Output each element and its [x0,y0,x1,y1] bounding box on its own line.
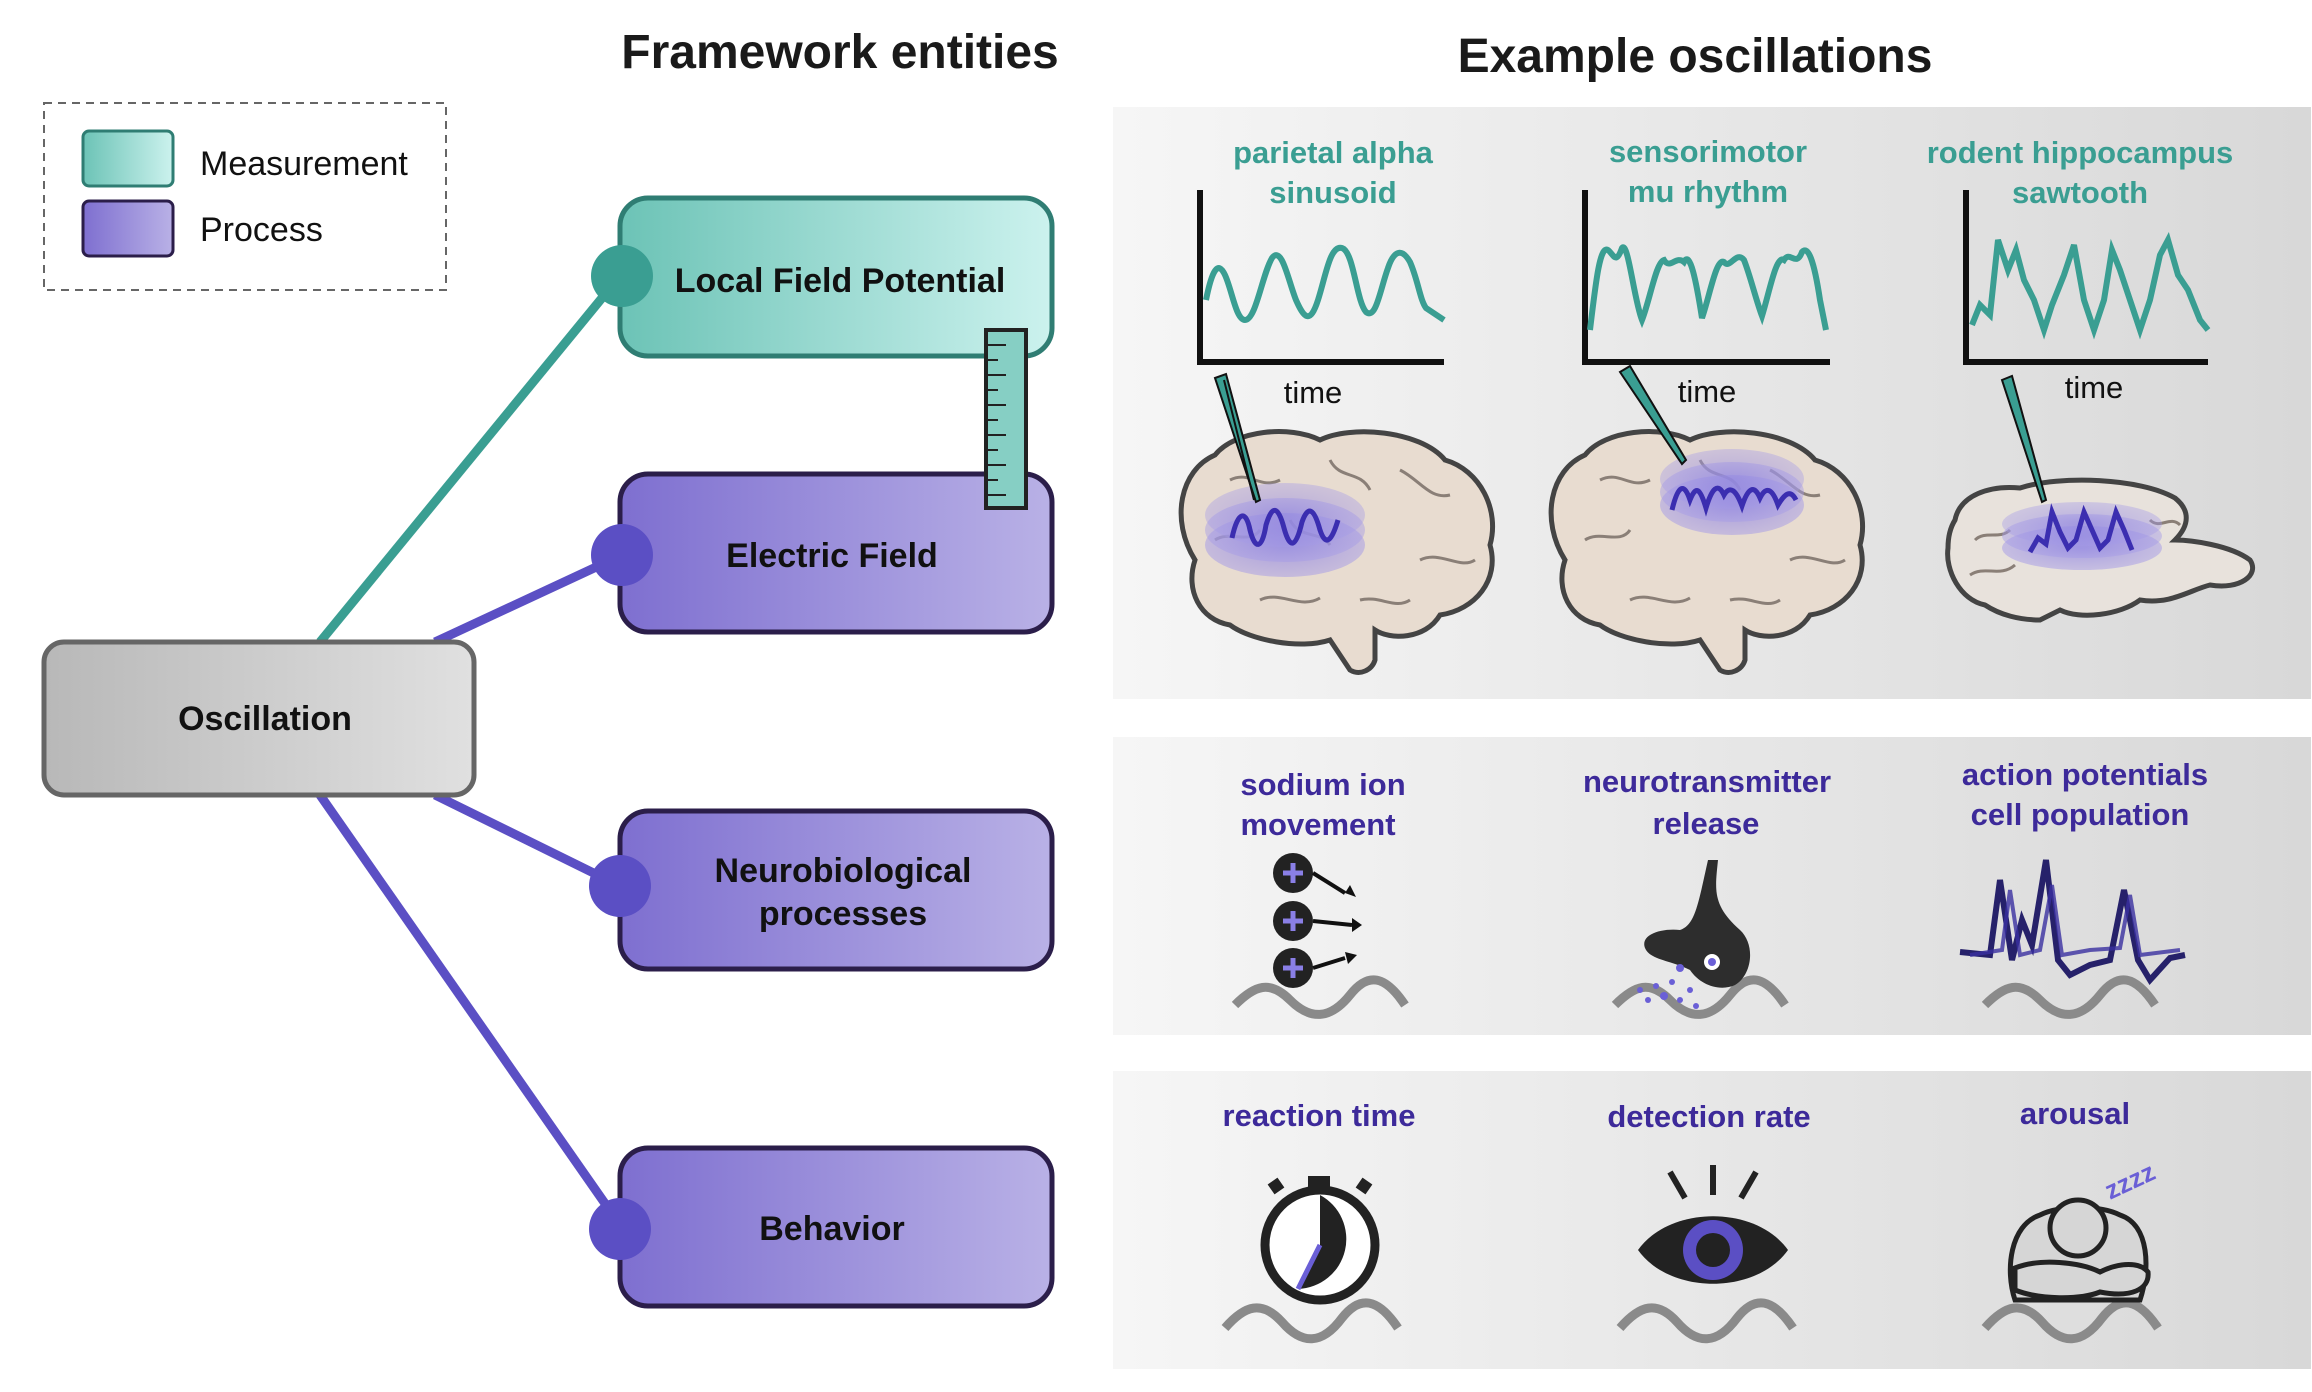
oscillation-wave-icon [1221,1298,1402,1344]
example-hippocampus-sawtooth: rodent hippocampus sawtooth time [1927,135,2255,623]
neuro-connector [433,790,622,891]
electric-field-connector [433,550,624,647]
electric-field-connector-dot [591,524,653,586]
electrode-icon [2000,374,2048,504]
plot-axes [1963,190,2208,365]
lfp-trace [1203,244,1446,324]
oscillation-wave-icon [1981,1298,2162,1344]
example-title-line2: cell population [1971,797,2190,832]
oscillation-label: Oscillation [178,700,352,738]
electrode-icon [1618,364,1688,466]
example-title: reaction time [1223,1098,1416,1133]
examples-heading: Example oscillations [1458,30,1933,83]
example-title: arousal [2020,1096,2130,1131]
example-title-line1: action potentials [1962,757,2208,792]
oscillation-wave-icon [1981,975,2159,1019]
example-mu-rhythm: sensorimotor mu rhythm time [1548,134,1866,675]
neuro-connector-dot [589,855,651,917]
example-title-line2: mu rhythm [1628,174,1788,209]
lfp-trace [1969,232,2211,340]
example-neurotransmitter: neurotransmitter release [1583,764,1831,1019]
oscillation-wave-icon [1611,975,1789,1019]
example-title-line2: sawtooth [2012,175,2148,210]
example-reaction-time: reaction time [1221,1098,1416,1344]
example-title-line1: sodium ion [1240,767,1405,802]
oscillation-wave-icon [1616,1298,1797,1344]
example-title-line1: neurotransmitter [1583,764,1831,799]
axis-label-time: time [1284,375,1343,410]
ion-icon [1273,853,1362,988]
example-arousal: arousal zzzz [1981,1096,2162,1344]
oscillation-wave-icon [1231,975,1409,1019]
axis-label-time: time [1678,374,1737,409]
behavior-node: Behavior [589,1145,1055,1309]
lfp-trace [1587,244,1829,331]
process-swatch [81,199,175,258]
example-sodium-ion: sodium ion movement [1231,767,1409,1019]
plot-axes [1197,190,1444,365]
example-title-line1: parietal alpha [1233,135,1434,170]
stopwatch-icon [1260,1176,1380,1305]
example-title: detection rate [1607,1099,1810,1134]
synapse-icon [1637,860,1751,1009]
ruler-icon [984,328,1028,510]
lfp-label: Local Field Potential [675,262,1006,300]
plot-axes [1582,190,1830,365]
legend-measurement-label: Measurement [200,145,408,183]
electrode-icon [1213,372,1262,504]
neuro-node: Neurobiological processes [589,808,1055,972]
example-title-line1: rodent hippocampus [1927,135,2234,170]
eye-icon [1638,1165,1788,1284]
example-title-line2: movement [1240,807,1395,842]
electric-field-label: Electric Field [726,537,938,575]
example-title-line1: sensorimotor [1609,134,1807,169]
legend-process-label: Process [200,211,323,249]
behavior-label: Behavior [759,1210,905,1248]
rodent-brain-icon [1945,477,2255,623]
neuro-label-line1: Neurobiological [715,852,972,890]
framework-heading: Framework entities [621,26,1058,79]
electric-field-node: Electric Field [591,471,1055,635]
spike-icon [1959,859,2186,986]
lfp-node: Local Field Potential [591,195,1055,359]
behavior-connector [316,792,624,1228]
oscillation-node: Oscillation [41,639,477,798]
brain-icon [1548,429,1866,675]
example-action-potentials: action potentials cell population [1959,757,2208,1019]
legend: Measurement Process [43,102,447,291]
sleeping-person-icon [2007,1197,2151,1303]
connectors [316,273,624,1228]
neuro-label-line2: processes [759,895,927,933]
example-title-line2: release [1653,806,1760,841]
brain-icon [1178,429,1496,675]
measurement-swatch [81,129,175,188]
axis-label-time: time [2065,370,2124,405]
example-parietal-alpha: parietal alpha sinusoid time [1178,135,1496,675]
example-detection-rate: detection rate [1607,1099,1811,1344]
lfp-connector-dot [591,245,653,307]
behavior-connector-dot [589,1198,651,1260]
lfp-connector [316,273,624,645]
example-title-line2: sinusoid [1269,175,1396,210]
